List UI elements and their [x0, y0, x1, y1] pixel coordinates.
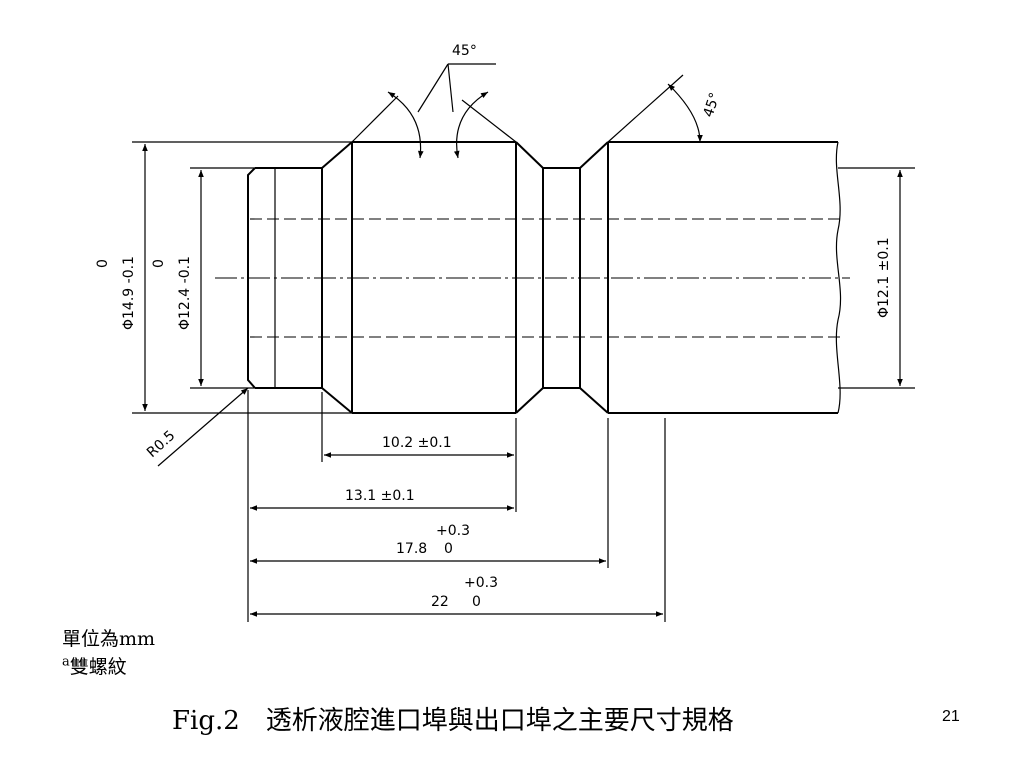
dia-right-label: Φ12.1 ±0.1	[876, 237, 892, 318]
angle-right-label: 45°	[701, 91, 724, 120]
figure-caption: Fig.2 透析液腔進口埠與出口埠之主要尺寸規格	[172, 706, 734, 736]
dim-22-upper: +0.3	[464, 575, 498, 591]
angle-top-label: 45°	[452, 43, 477, 59]
extension-lines	[132, 63, 915, 622]
dim-10-2-label: 10.2 ±0.1	[382, 435, 452, 451]
radius-label: R0.5	[144, 428, 178, 461]
dimension-lines	[142, 83, 903, 617]
dia-inner-label: Φ12.4 -0.1	[177, 256, 193, 330]
thread-note-marker: a	[62, 654, 70, 670]
thread-note-text: 雙螺紋	[69, 656, 127, 678]
dim-22-lower: 0	[472, 594, 481, 610]
unit-note: 單位為mm	[62, 628, 156, 650]
dim-17-8-label: 17.8	[396, 541, 427, 557]
dia-inner-tol: 0	[151, 259, 167, 268]
dimension-labels: 45° 45° 0 Φ14.9 -0.1 0 Φ12.4 -0.1 Φ12.1 …	[95, 43, 892, 610]
dim-13-1-label: 13.1 ±0.1	[345, 488, 415, 504]
dia-outer-tol: 0	[95, 259, 111, 268]
page-number: 21	[942, 708, 960, 725]
dim-22-label: 22	[431, 594, 449, 610]
thread-note: a雙螺紋	[62, 652, 127, 679]
center-lines	[215, 218, 850, 338]
technical-drawing: 45° 45° 0 Φ14.9 -0.1 0 Φ12.4 -0.1 Φ12.1 …	[95, 43, 915, 622]
dim-17-8-lower: 0	[444, 541, 453, 557]
dia-outer-label: Φ14.9 -0.1	[121, 256, 137, 330]
dim-17-8-upper: +0.3	[436, 523, 470, 539]
